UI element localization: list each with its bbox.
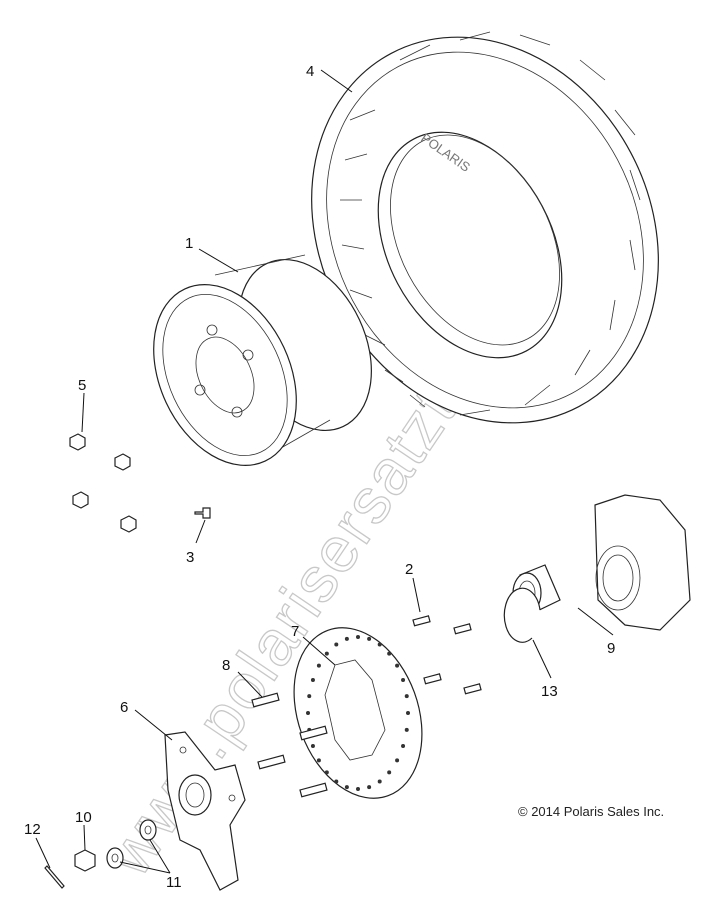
hub-studs [251,692,328,798]
tire: POLARIS [311,31,659,424]
retaining-ring [503,587,541,643]
disc-hole [306,711,310,715]
callout-5: 5 [78,377,86,394]
steering-knuckle [594,494,691,631]
wheel-hub [164,731,246,891]
castle-nut [74,849,96,872]
disc-hole [316,663,321,668]
callout-10: 10 [75,809,92,826]
callout-13: 13 [541,683,558,700]
disc-hole [334,779,339,784]
callout-4: 4 [306,63,314,80]
callout-9: 9 [607,640,615,657]
washer [106,847,124,869]
disc-hole [367,785,372,790]
disc-hole [377,779,382,784]
disc-hole [324,651,329,656]
disc-hole [344,785,349,790]
disc-hole [395,758,400,763]
disc-hole [377,642,382,647]
callout-11: 11 [166,874,182,891]
callout-2: 2 [405,561,413,578]
callout-3: 3 [186,549,194,566]
disc-hole [395,663,400,668]
disc-hole [344,636,349,641]
disc-hole [316,758,321,763]
callout-8: 8 [222,657,230,674]
leader-lines [35,69,614,874]
disc-hole [387,770,392,775]
wheel-rim [153,254,372,466]
disc-hole [356,635,360,639]
lug-nuts [69,433,137,533]
washer [139,819,157,841]
disc-hole [310,743,315,748]
rotor-bolts [412,615,482,695]
callout-6: 6 [120,699,128,716]
disc-hole [310,678,315,683]
callout-7: 7 [291,623,299,640]
disc-hole [401,743,406,748]
cotter-pin [44,865,65,889]
disc-hole [356,787,360,791]
disc-hole [307,694,312,699]
callout-1: 1 [185,235,193,252]
callout-12: 12 [24,821,41,838]
disc-hole [401,678,406,683]
disc-hole [367,636,372,641]
disc-hole [387,651,392,656]
disc-hole [324,770,329,775]
disc-hole [334,642,339,647]
valve-stem [194,507,211,519]
disc-hole [404,727,409,732]
disc-hole [406,711,410,715]
disc-hole [404,694,409,699]
copyright-notice: © 2014 Polaris Sales Inc. [518,804,665,819]
